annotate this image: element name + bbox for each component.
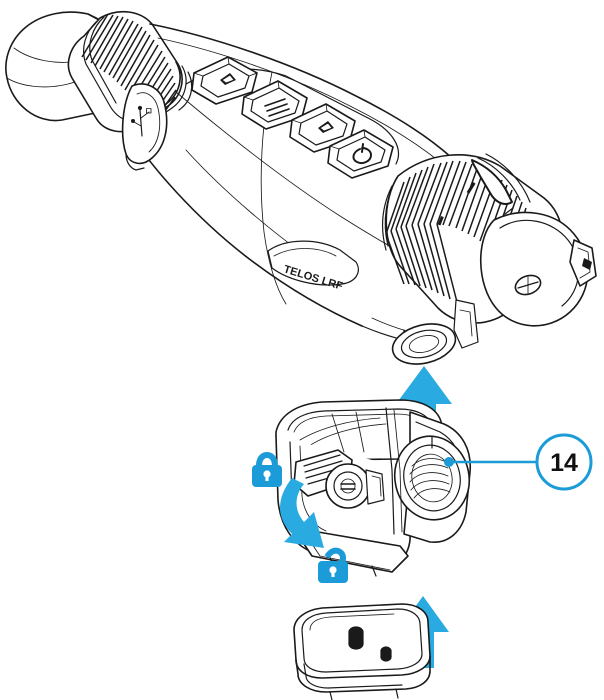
button-up[interactable] [191, 56, 258, 105]
usb-port-cover [121, 83, 168, 171]
bracket-receiver-ring [393, 435, 471, 521]
focus-ring-index-marks [437, 181, 476, 226]
receiver-threads [409, 458, 451, 499]
usb-icon [131, 105, 152, 137]
tripod-adapter-bracket [275, 399, 471, 577]
callout-14-circle [535, 433, 593, 491]
saddle-inner-lines [299, 411, 387, 453]
objective-lens-cap [479, 211, 597, 327]
plate-anti-twist-pin [380, 646, 392, 662]
callout-14-number: 14 [550, 449, 578, 477]
lens-cap-screw [514, 274, 542, 296]
button-down[interactable] [289, 103, 356, 153]
clamp-screw-knob[interactable] [325, 463, 385, 509]
button-power-glyph [352, 143, 372, 165]
button-menu[interactable] [241, 80, 308, 130]
lock-closed-icon [252, 452, 282, 487]
button-power[interactable] [327, 129, 394, 179]
arrow-rotate-lever-down [280, 478, 324, 548]
control-panel [185, 56, 400, 179]
quick-release-plate [293, 603, 431, 700]
mount-rail [361, 299, 479, 365]
button-menu-glyph [264, 98, 290, 117]
arrow-up-bracket-to-body [396, 366, 452, 440]
plate-mount-screw [348, 626, 364, 650]
callout-14: 14 [444, 433, 593, 491]
lock-open-icon [318, 547, 348, 583]
callout-14-leader-dot [444, 457, 454, 467]
